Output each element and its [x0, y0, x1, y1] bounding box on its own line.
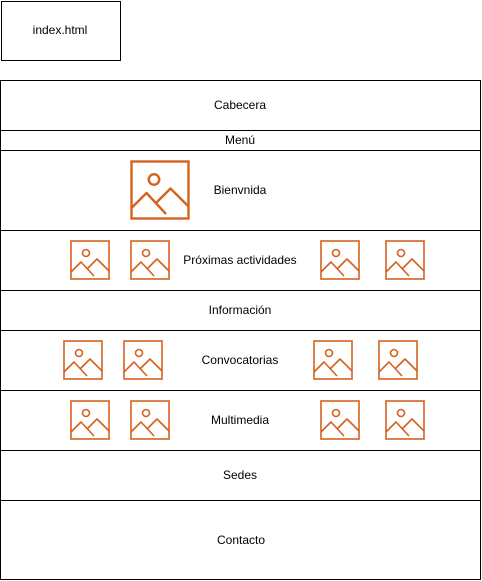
image-placeholder-icon [320, 400, 360, 440]
file-label-box [1, 1, 121, 61]
welcome-section [0, 150, 481, 231]
image-placeholder-icon [385, 400, 425, 440]
contact-section [0, 500, 481, 580]
image-placeholder-icon [320, 240, 360, 280]
venues-section [0, 450, 481, 501]
file-label: index.html [32, 23, 88, 37]
image-placeholder-icon [130, 160, 190, 220]
media-section [0, 390, 481, 451]
header-section [0, 80, 481, 131]
media-label: Multimedia [210, 413, 270, 427]
menu-label: Menú [224, 133, 256, 147]
contact-label: Contacto [216, 533, 266, 547]
header-label: Cabecera [213, 98, 267, 112]
image-placeholder-icon [130, 240, 170, 280]
image-placeholder-icon [130, 400, 170, 440]
image-placeholder-icon [313, 340, 353, 380]
calls-label: Convocatorias [201, 353, 279, 367]
venues-label: Sedes [222, 468, 258, 482]
info-label: Información [208, 303, 272, 317]
activities-label: Próximas actividades [183, 253, 297, 267]
image-placeholder-icon [385, 240, 425, 280]
image-placeholder-icon [378, 340, 418, 380]
image-placeholder-icon [63, 340, 103, 380]
welcome-label: Bienvnida [213, 183, 267, 197]
activities-section [0, 230, 481, 291]
image-placeholder-icon [70, 240, 110, 280]
calls-section [0, 330, 481, 391]
image-placeholder-icon [123, 340, 163, 380]
image-placeholder-icon [70, 400, 110, 440]
